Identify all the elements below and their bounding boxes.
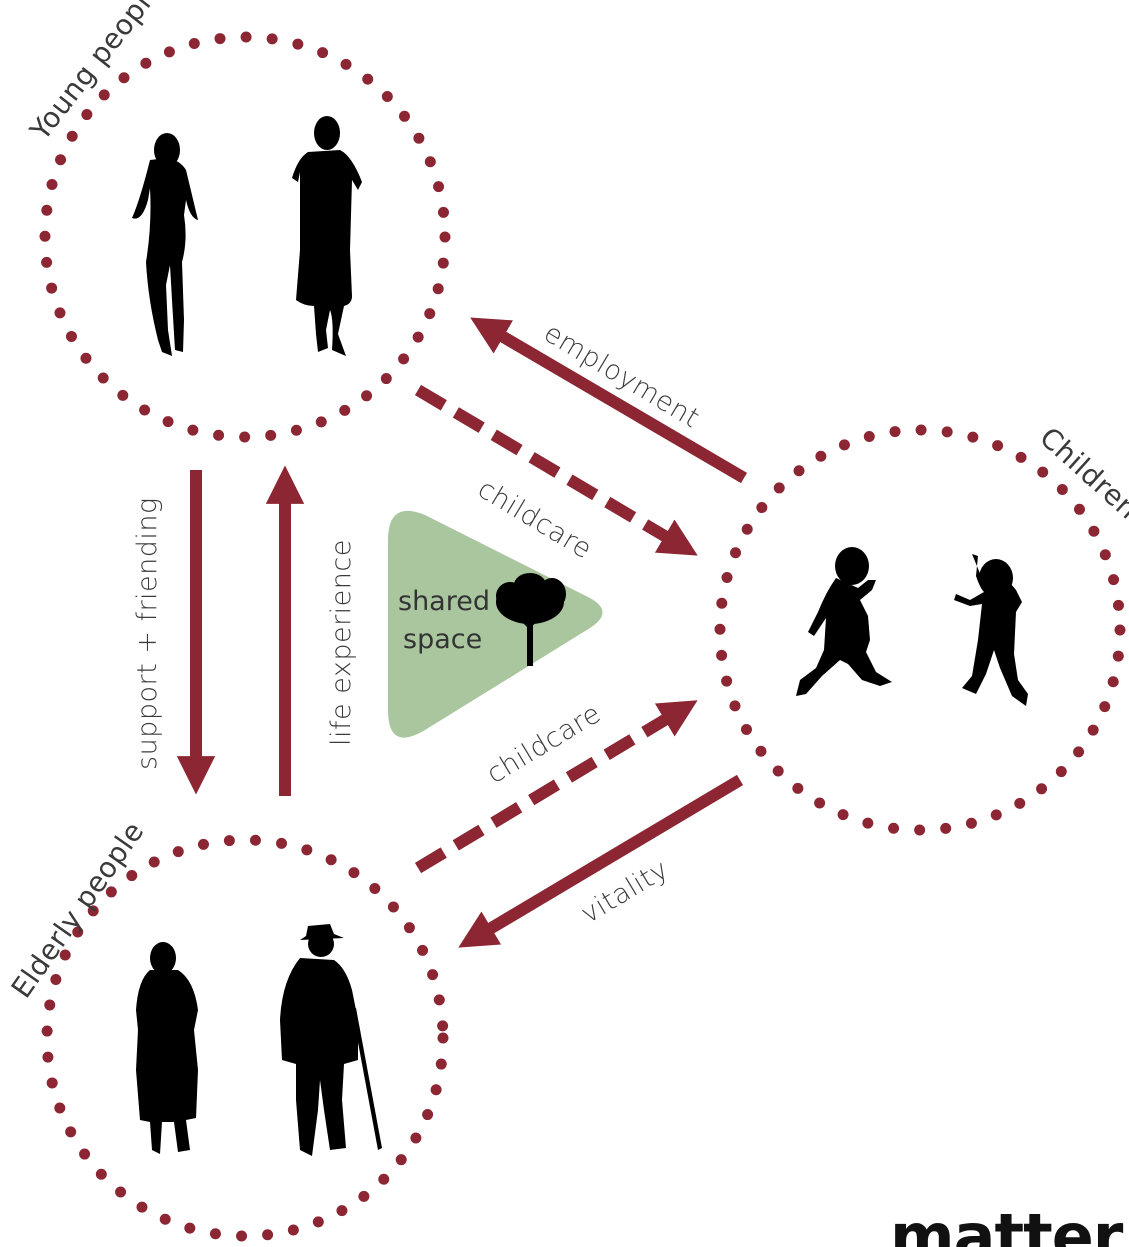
man-silhouette: [292, 116, 362, 356]
brand-logo: matter: [890, 1200, 1124, 1247]
toddler-silhouette: [954, 554, 1028, 706]
woman-silhouette: [132, 133, 198, 356]
shared-space-label-line1: shared: [398, 586, 490, 617]
childcare-bottom-arrow: [414, 700, 698, 874]
life-experience-label: life experience: [326, 539, 357, 746]
elderly-people-label: Elderly people: [5, 815, 151, 1004]
young-people-label: Young people: [23, 0, 169, 147]
shared-space-triangle: [388, 510, 603, 738]
vitality-arrow: [458, 774, 744, 948]
employment-arrow: [470, 317, 748, 484]
young-people-circle: [39, 31, 451, 443]
support-label: support + friending: [132, 497, 163, 770]
elderly-woman-silhouette: [136, 942, 198, 1154]
childcare-top-arrow: [414, 384, 698, 556]
elderly-people-circle: [41, 834, 449, 1242]
childcare-bottom-label: childcare: [482, 698, 607, 790]
shared-space-label-line2: space: [403, 624, 482, 655]
elderly-man-with-cane-silhouette: [280, 924, 382, 1156]
running-child-silhouette: [796, 547, 892, 696]
children-circle: [714, 424, 1126, 836]
tree-icon: [496, 573, 566, 666]
